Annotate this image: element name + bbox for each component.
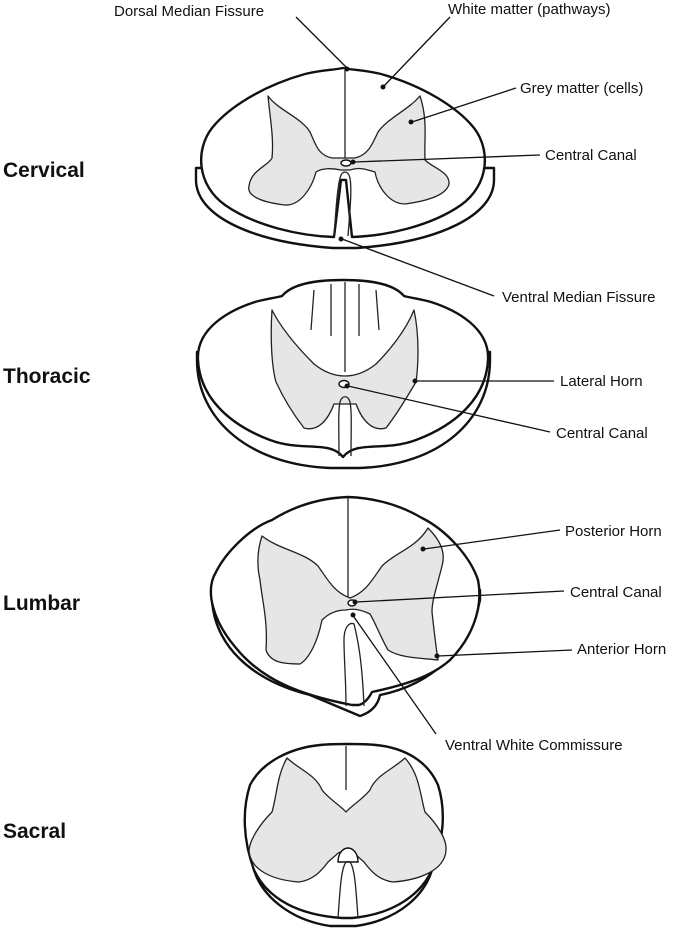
sacral-label: Sacral bbox=[3, 820, 66, 843]
posterior-horn-label: Posterior Horn bbox=[565, 523, 662, 540]
lumbar-section: Lumbar bbox=[3, 495, 482, 718]
thoracic-label: Thoracic bbox=[3, 365, 91, 388]
cervical-central-canal-label: Central Canal bbox=[545, 147, 637, 164]
white-matter-label: White matter (pathways) bbox=[448, 1, 611, 18]
cervical-section: Cervical bbox=[3, 66, 496, 250]
leader-lines bbox=[295, 16, 573, 735]
dorsal-median-fissure-label: Dorsal Median Fissure bbox=[114, 3, 264, 20]
ventral-white-commissure-label: Ventral White Commissure bbox=[445, 737, 623, 754]
sacral-section: Sacral bbox=[3, 742, 447, 928]
cervical-label: Cervical bbox=[3, 159, 85, 182]
anterior-horn-label: Anterior Horn bbox=[577, 641, 666, 658]
thoracic-section: Thoracic bbox=[3, 278, 492, 470]
lumbar-label: Lumbar bbox=[3, 592, 80, 615]
lumbar-central-canal-label: Central Canal bbox=[570, 584, 662, 601]
grey-matter-label: Grey matter (cells) bbox=[520, 80, 643, 97]
ventral-median-fissure-label: Ventral Median Fissure bbox=[502, 289, 655, 306]
thoracic-central-canal-label: Central Canal bbox=[556, 425, 648, 442]
lateral-horn-label: Lateral Horn bbox=[560, 373, 643, 390]
annotation-labels: Dorsal Median Fissure White matter (path… bbox=[114, 1, 666, 754]
